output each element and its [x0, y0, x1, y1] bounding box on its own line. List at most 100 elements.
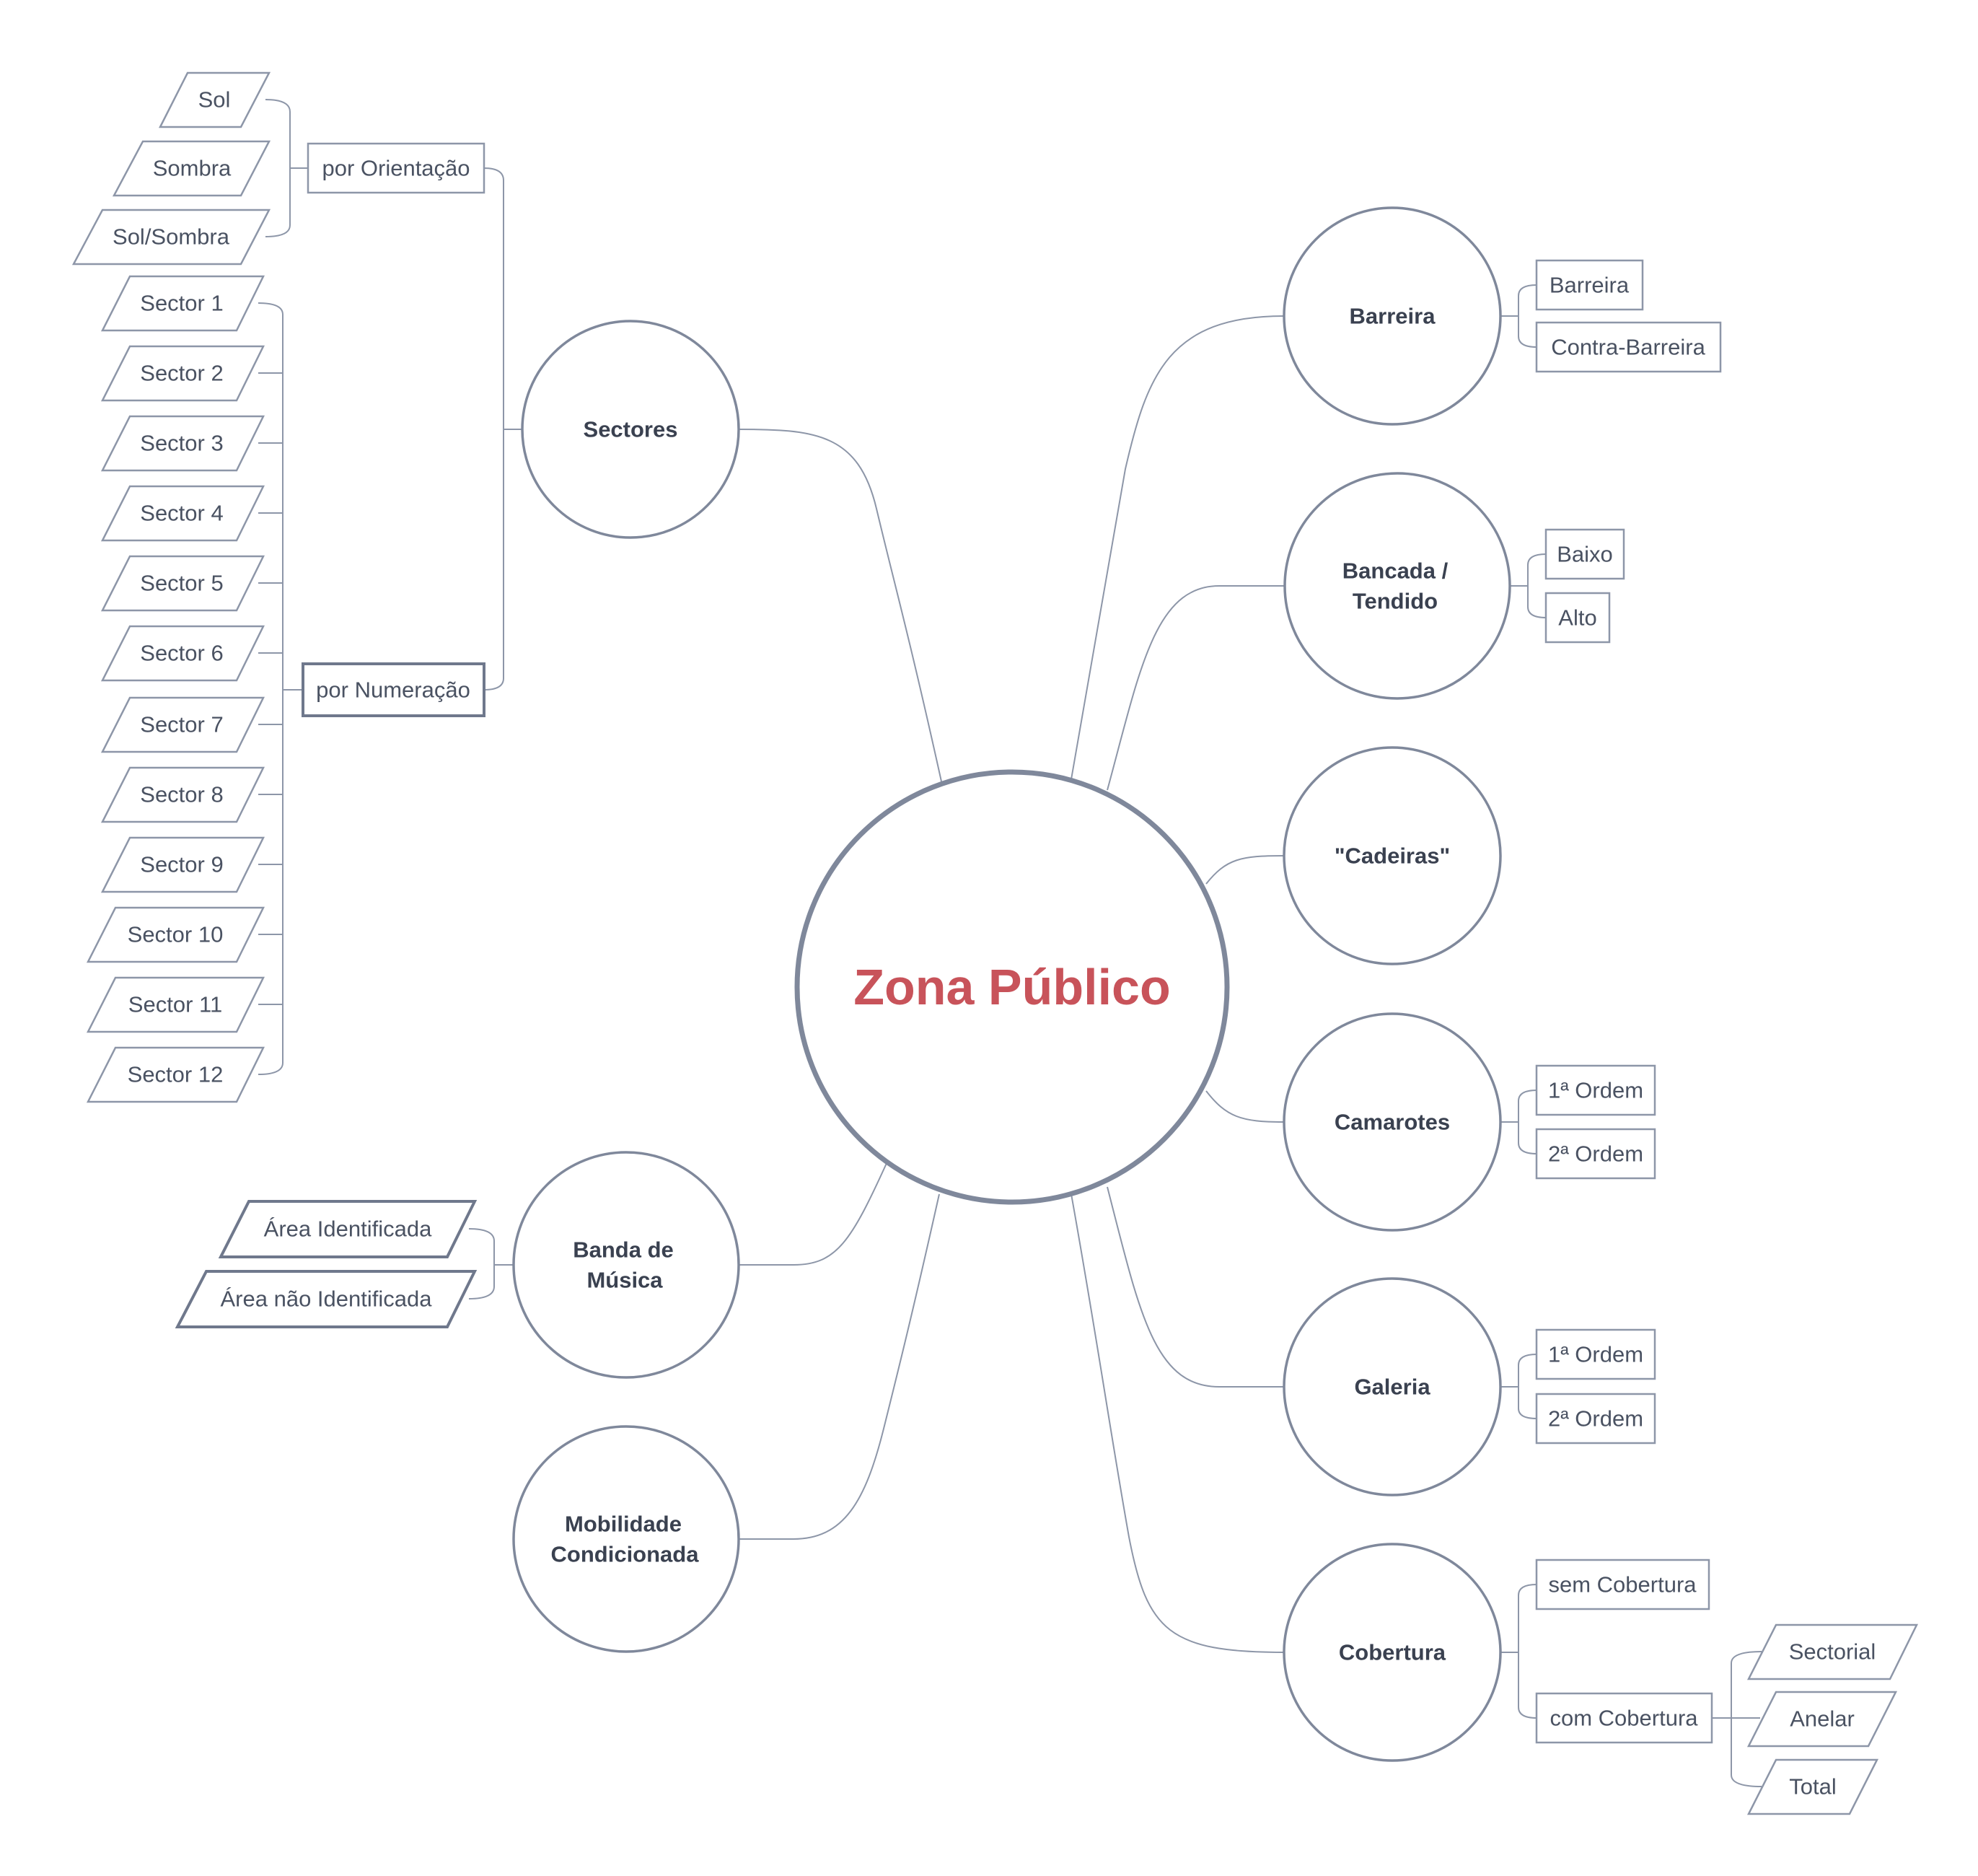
parallelogram-sector-9[interactable]: Sector 9 — [100, 836, 265, 893]
parallelogram-sector-10[interactable]: Sector 10 — [86, 906, 265, 963]
node-bancada[interactable]: Bancada / Tendido — [1283, 472, 1511, 700]
node-label-line1: Mobilidade — [565, 1512, 682, 1537]
box-frame — [1544, 528, 1625, 580]
box-frame — [1535, 321, 1722, 373]
box-frame — [1535, 1692, 1713, 1744]
para-frame — [100, 766, 265, 823]
box-por-numeracao[interactable]: por Numeração — [302, 662, 485, 717]
para-frame — [158, 71, 271, 128]
parallelogram-sector-3[interactable]: Sector 3 — [100, 415, 265, 472]
parallelogram-sector-5[interactable]: Sector 5 — [100, 555, 265, 612]
box-alto[interactable]: Alto — [1544, 592, 1611, 644]
box-galeria-2a-ordem[interactable]: 2ª Ordem — [1535, 1393, 1656, 1445]
node-label-line2: Música — [586, 1268, 663, 1293]
parallelogram-sector-7[interactable]: Sector 7 — [100, 696, 265, 753]
bracket-banda — [468, 1228, 514, 1299]
parallelogram-area-nao-identificada[interactable]: Área não Identificada — [175, 1270, 478, 1328]
box-camarotes-2a-ordem[interactable]: 2ª Ordem — [1535, 1128, 1656, 1180]
edge-cobertura — [1071, 1193, 1285, 1653]
edge-sectores — [737, 429, 942, 782]
parallelogram-sol[interactable]: Sol — [158, 71, 271, 128]
parallelogram-sector-8[interactable]: Sector 8 — [100, 766, 265, 823]
box-label: por Orientação — [322, 156, 470, 181]
right-brackets — [1500, 284, 1762, 1787]
parallelogram-sol-sombra[interactable]: Sol/Sombra — [71, 209, 271, 266]
para-label: Sector 7 — [140, 712, 223, 737]
box-label: 1ª Ordem — [1548, 1078, 1643, 1103]
para-label: Área não Identificada — [221, 1287, 433, 1312]
node-label: "Cadeiras" — [1335, 843, 1450, 869]
parallelogram-sectorial[interactable]: Sectorial — [1746, 1623, 1919, 1680]
box-camarotes-1a-ordem[interactable]: 1ª Ordem — [1535, 1064, 1656, 1116]
center-circle — [794, 769, 1230, 1205]
box-frame — [302, 662, 485, 717]
edge-camarotes — [1205, 1090, 1285, 1123]
node-label-line2: Condicionada — [551, 1542, 700, 1567]
para-label: Sector 4 — [140, 501, 223, 526]
box-baixo[interactable]: Baixo — [1544, 528, 1625, 580]
parallelogram-total[interactable]: Total — [1746, 1758, 1879, 1815]
center-edges — [737, 315, 1285, 1653]
node-camarotes[interactable]: Camarotes — [1283, 1012, 1502, 1232]
node-cadeiras[interactable]: "Cadeiras" — [1283, 746, 1502, 965]
node-circle — [1283, 1543, 1502, 1762]
para-frame — [1746, 1623, 1919, 1680]
center-title: Zona Público — [853, 959, 1170, 1015]
parallelogram-sector-1[interactable]: Sector 1 — [100, 275, 265, 332]
para-label: Anelar — [1790, 1706, 1855, 1732]
box-contra-barreira[interactable]: Contra-Barreira — [1535, 321, 1722, 373]
node-cobertura[interactable]: Cobertura — [1283, 1543, 1502, 1762]
node-sectores[interactable]: Sectores — [521, 320, 740, 539]
node-banda[interactable]: Banda de Música — [512, 1151, 740, 1379]
bracket-camarotes — [1500, 1090, 1537, 1154]
parallelogram-sector-11[interactable]: Sector 11 — [86, 976, 265, 1033]
para-label: Sector 8 — [140, 782, 223, 807]
parallelogram-sector-12[interactable]: Sector 12 — [86, 1046, 265, 1103]
edge-bancada — [1107, 585, 1284, 791]
box-com-cobertura[interactable]: com Cobertura — [1535, 1692, 1713, 1744]
bracket-barreira — [1500, 284, 1537, 348]
para-label: Sol — [198, 87, 231, 113]
parallelogram-area-identificada[interactable]: Área Identificada — [218, 1200, 478, 1258]
node-label: Barreira — [1350, 304, 1436, 329]
bracket-galeria — [1500, 1354, 1537, 1419]
node-galeria[interactable]: Galeria — [1283, 1277, 1502, 1496]
box-label: 1ª Ordem — [1548, 1342, 1643, 1367]
para-frame — [112, 140, 271, 197]
para-label: Sol/Sombra — [113, 224, 230, 250]
box-label: com Cobertura — [1550, 1706, 1698, 1731]
node-circle — [1283, 472, 1511, 700]
node-label: Cobertura — [1339, 1640, 1446, 1665]
para-label: Sector 3 — [140, 431, 223, 456]
node-barreira[interactable]: Barreira — [1283, 206, 1502, 426]
para-frame — [100, 696, 265, 753]
parallelogram-sector-2[interactable]: Sector 2 — [100, 345, 265, 402]
box-galeria-1a-ordem[interactable]: 1ª Ordem — [1535, 1328, 1656, 1380]
sectores-brackets — [258, 99, 522, 1299]
parallelogram-sector-4[interactable]: Sector 4 — [100, 485, 265, 542]
box-frame — [1535, 1559, 1710, 1610]
parallelogram-sector-6[interactable]: Sector 6 — [100, 625, 265, 682]
box-frame — [1535, 1393, 1656, 1445]
para-label: Sector 5 — [140, 571, 223, 596]
node-mobilidade[interactable]: Mobilidade Condicionada — [512, 1425, 740, 1653]
para-label: Sector 1 — [140, 291, 223, 316]
node-label: Camarotes — [1335, 1110, 1450, 1135]
node-circle — [1283, 206, 1502, 426]
box-label: 2ª Ordem — [1548, 1141, 1643, 1167]
bracket-numeracao — [258, 302, 303, 1075]
box-sem-cobertura[interactable]: sem Cobertura — [1535, 1559, 1710, 1610]
para-label: Sector 9 — [140, 852, 223, 877]
box-frame — [307, 142, 485, 194]
box-label: Barreira — [1550, 273, 1630, 298]
para-frame — [175, 1270, 478, 1328]
box-por-orientacao[interactable]: por Orientação — [307, 142, 485, 194]
box-label: por Numeração — [316, 678, 470, 703]
center-node[interactable]: Zona Público — [794, 769, 1230, 1205]
box-barreira[interactable]: Barreira — [1535, 259, 1644, 311]
box-label: sem Cobertura — [1548, 1572, 1697, 1597]
parallelogram-anelar[interactable]: Anelar — [1746, 1691, 1898, 1748]
para-frame — [1746, 1758, 1879, 1815]
parallelogram-sombra[interactable]: Sombra — [112, 140, 271, 197]
